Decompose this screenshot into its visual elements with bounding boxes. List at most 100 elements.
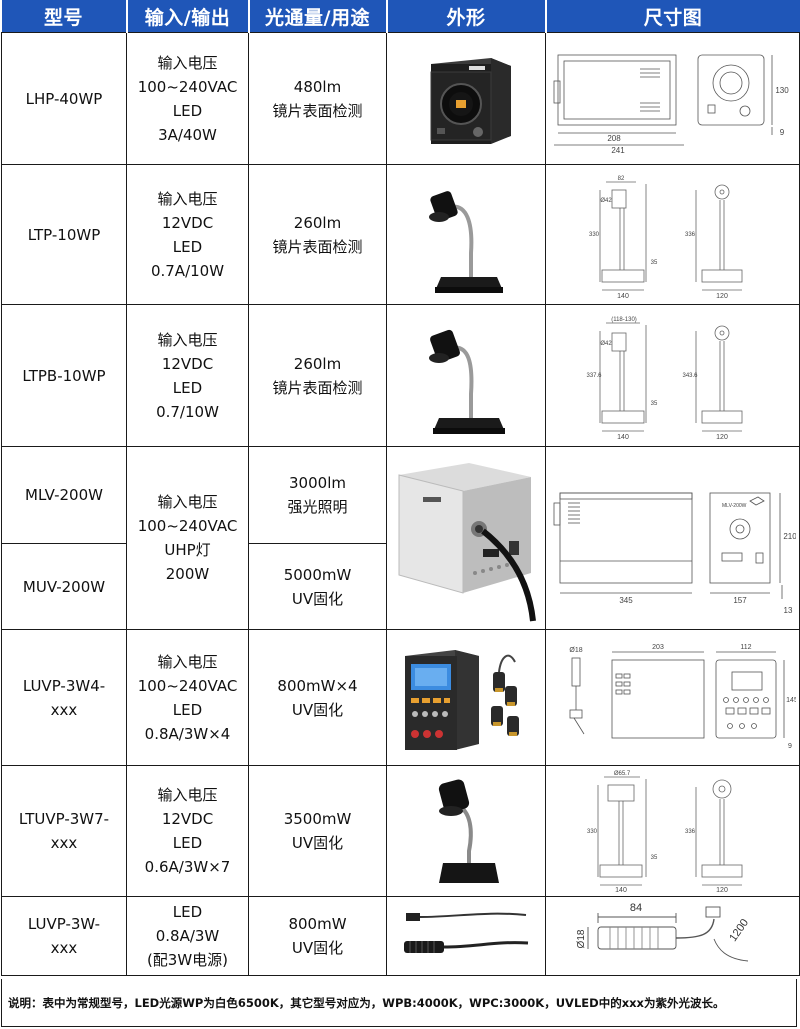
io-cell: 输入电压 100~240VAC UHP灯 200W — [126, 446, 249, 630]
model-cell: LHP-40WP — [1, 32, 127, 165]
flux-usage: UV固化 — [291, 834, 344, 852]
header-row: 型号 输入/输出 光通量/用途 外形 尺寸图 — [1, 0, 800, 33]
product-table: 型号 输入/输出 光通量/用途 外形 尺寸图 LHP-40WP 输入电压 100… — [1, 0, 800, 976]
dim-label: 337.6 — [586, 373, 602, 379]
dim-label: 130 — [775, 86, 789, 95]
gooseneck-lamp-icon — [429, 190, 503, 293]
model-line: xxx — [50, 700, 78, 719]
flux-cell: 260lm 镜片表面检测 — [248, 164, 387, 305]
flux-cell: 800mW×4 UV固化 — [248, 629, 387, 766]
io-line: 100~240VAC — [137, 517, 238, 535]
io-line: 200W — [165, 565, 210, 583]
table-row: LUVP-3W4- xxx 输入电压 100~240VAC LED 0.8A/3… — [1, 629, 800, 766]
header-io: 输入/输出 — [126, 0, 250, 33]
model-cell: LTPB-10WP — [1, 304, 127, 447]
io-line: LED — [172, 834, 203, 852]
dims-cell: 208 241 130 9 — [545, 32, 800, 165]
io-cell: 输入电压 100~240VAC LED 0.8A/3W×4 — [126, 629, 249, 766]
table-row: MUV-200W 5000mW UV固化 — [1, 543, 800, 630]
io-line: 100~240VAC — [137, 676, 238, 695]
shape-cell — [386, 629, 546, 766]
flux-value: 3000lm — [289, 474, 346, 492]
io-line: LED — [172, 378, 203, 397]
shape-cell — [386, 896, 546, 976]
flux-cell: 3000lm 强光照明 — [248, 446, 387, 544]
flux-usage: 强光照明 — [287, 498, 348, 516]
io-line: 输入电压 — [157, 652, 218, 671]
shape-cell — [386, 446, 546, 630]
dim-label: Ø65.7 — [613, 771, 630, 777]
dim-label: Ø18 — [576, 929, 587, 948]
dim-label: 9 — [779, 128, 784, 137]
dim-label: 336 — [684, 829, 695, 835]
io-line: 输入电压 — [157, 189, 218, 208]
flux-value: 5000mW — [283, 565, 352, 584]
lhp-device-icon — [430, 57, 511, 144]
io-cell: 输入电压 12VDC LED 0.7/10W — [126, 304, 249, 447]
flux-usage: 镜片表面检测 — [272, 237, 363, 256]
dimension-drawing: (118-130) Ø42 337.6 343.6 35 140 120 — [586, 317, 742, 441]
dim-label: 112 — [740, 644, 751, 651]
header-model: 型号 — [1, 0, 128, 33]
model-cell: LTP-10WP — [1, 164, 127, 305]
io-line: 0.6A/3W×7 — [144, 858, 231, 876]
flux-usage: UV固化 — [291, 589, 344, 608]
io-line: 0.8A/3W×4 — [144, 724, 231, 743]
dim-label: 13 — [783, 606, 792, 615]
io-line: 输入电压 — [157, 330, 218, 349]
flux-usage: 镜片表面检测 — [272, 101, 363, 120]
dims-cell: (118-130) Ø42 337.6 343.6 35 140 120 — [545, 304, 800, 447]
table-row: LHP-40WP 输入电压 100~240VAC LED 3A/40W 480l… — [1, 32, 800, 165]
flux-value: 3500mW — [283, 810, 352, 828]
dim-label: 145 — [786, 697, 796, 704]
io-line: LED — [172, 700, 203, 719]
io-line: 12VDC — [161, 354, 214, 373]
dim-label: (118-130) — [611, 317, 637, 323]
dim-label: 208 — [607, 134, 621, 143]
model-cell: LUVP-3W4- xxx — [1, 629, 127, 766]
model-cell: MUV-200W — [1, 543, 127, 630]
io-cell: 输入电压 12VDC LED 0.7A/10W — [126, 164, 249, 305]
model-cell: LTUVP-3W7- xxx — [1, 765, 127, 897]
io-line: LED — [172, 903, 203, 921]
flux-cell: 800mW UV固化 — [248, 896, 387, 976]
shape-cell — [386, 32, 546, 165]
flux-value: 260lm — [293, 354, 342, 373]
dim-label: Ø42 — [600, 198, 612, 204]
gooseneck-lamp-icon — [429, 329, 505, 434]
flux-usage: 镜片表面检测 — [272, 378, 363, 397]
dim-label: 241 — [611, 146, 625, 155]
table-row: LUVP-3W- xxx LED 0.8A/3W (配3W电源) 800mW U… — [1, 896, 800, 976]
header-dims: 尺寸图 — [545, 0, 800, 33]
io-line: 输入电压 — [157, 786, 218, 804]
gooseneck-lamp-icon — [438, 779, 499, 883]
flux-value: 800mW×4 — [277, 676, 358, 695]
flux-cell: 480lm 镜片表面检测 — [248, 32, 387, 165]
shape-cell — [386, 765, 546, 897]
dim-label: 140 — [617, 434, 629, 441]
uv-controller-icon — [405, 649, 519, 750]
flux-cell: 3500mW UV固化 — [248, 765, 387, 897]
dim-label: 84 — [629, 902, 641, 914]
dim-label: 120 — [716, 434, 728, 441]
io-line: LED — [172, 101, 203, 120]
dimension-drawing: Ø65.7 330 336 35 140 120 — [586, 771, 742, 893]
dims-cell: 84 Ø18 1200 — [545, 896, 800, 976]
shape-cell — [386, 164, 546, 305]
io-cell: LED 0.8A/3W (配3W电源) — [126, 896, 249, 976]
dim-label: 120 — [716, 293, 728, 300]
model-line: xxx — [50, 939, 78, 957]
flux-usage: UV固化 — [291, 939, 344, 957]
dim-label: 120 — [716, 887, 728, 893]
dim-label: 203 — [652, 644, 664, 651]
model-line: LUVP-3W4- — [22, 676, 106, 695]
flux-cell: 260lm 镜片表面检测 — [248, 304, 387, 447]
dimension-drawing: Ø18 203 112 145 9 — [569, 644, 796, 750]
io-cell: 输入电压 100~240VAC LED 3A/40W — [126, 32, 249, 165]
flux-value: 800mW — [288, 915, 347, 933]
dim-label: 1200 — [727, 917, 751, 944]
dim-label: 82 — [617, 176, 624, 182]
model-line: LUVP-3W- — [27, 915, 101, 933]
io-line: 100~240VAC — [137, 77, 238, 96]
model-line: xxx — [50, 834, 78, 852]
